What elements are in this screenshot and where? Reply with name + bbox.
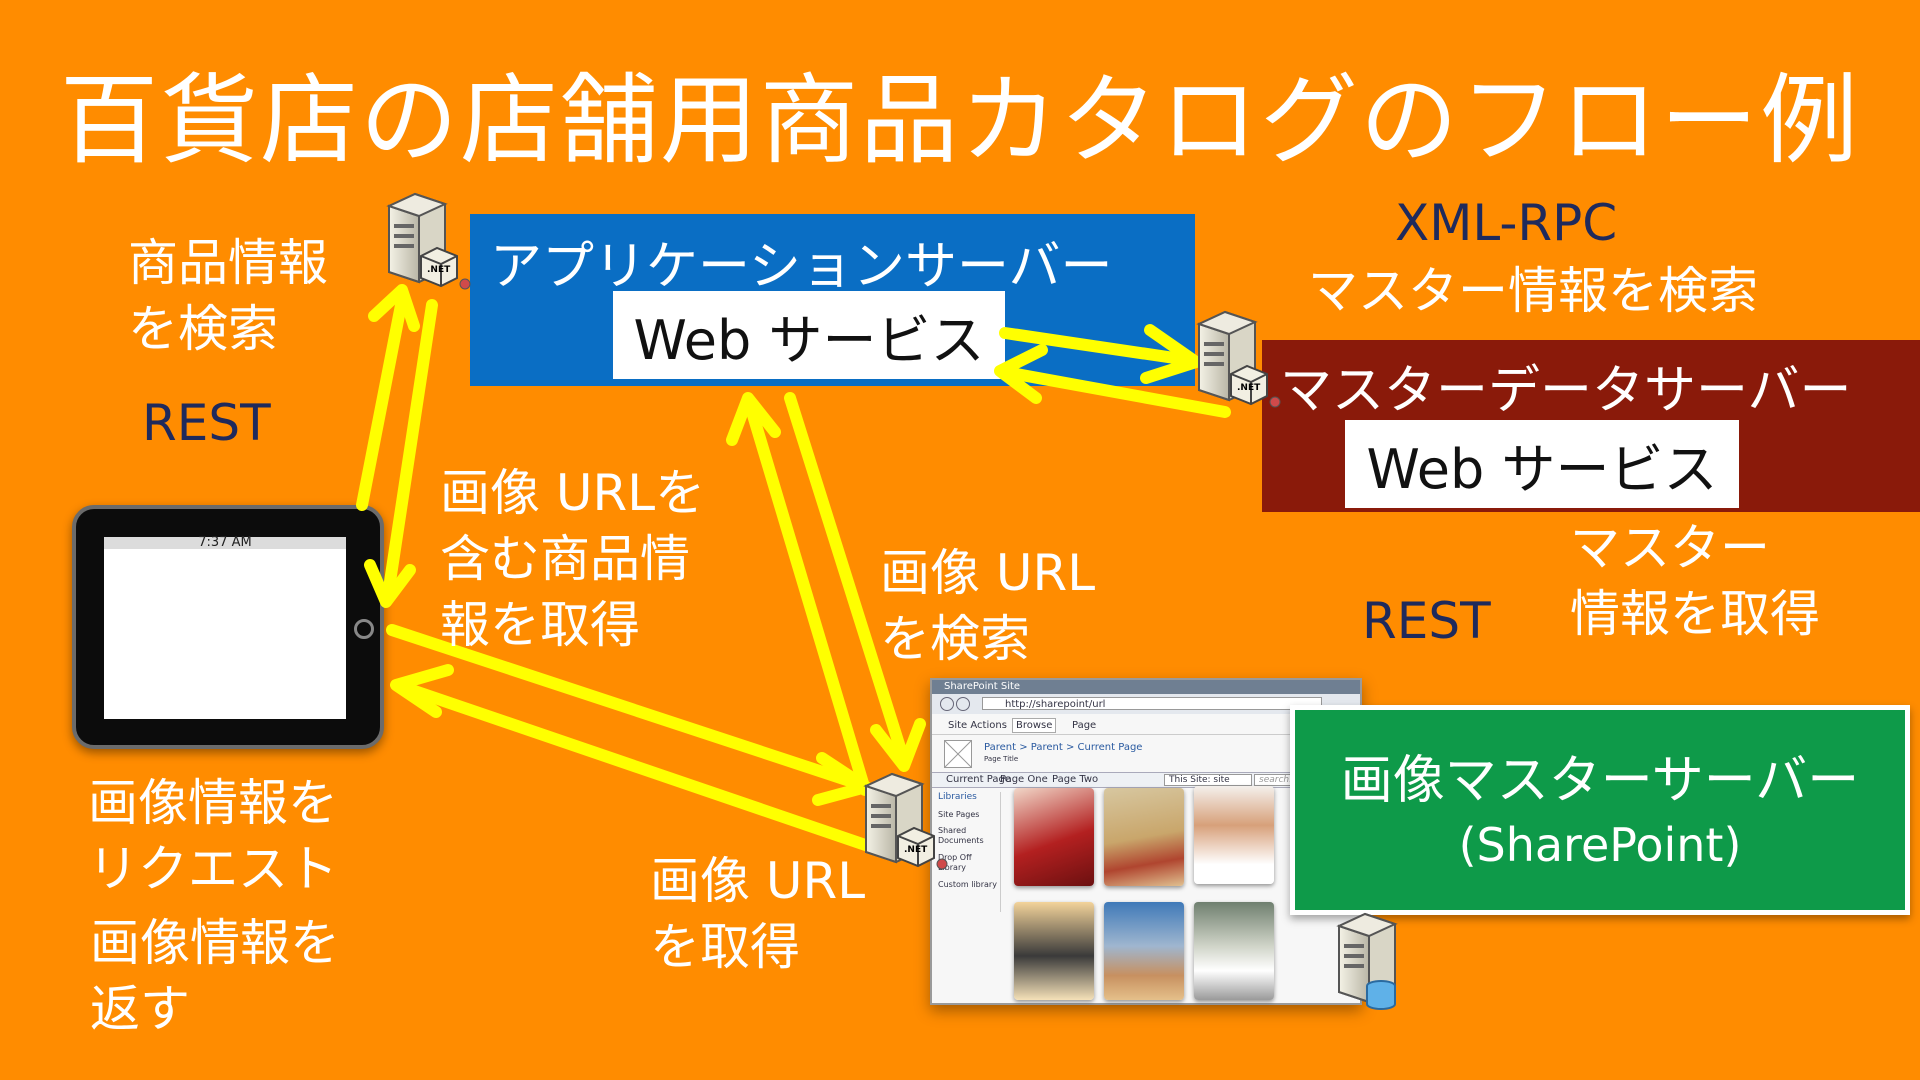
search-scope-select[interactable]: This Site: site — [1164, 774, 1252, 786]
master-data-server-box: マスターデータサーバー Web サービス — [1262, 340, 1920, 512]
tablet-device: 7:37 AM — [72, 505, 384, 749]
label-line: 画像情報を — [90, 914, 340, 972]
label-line: 画像 URL — [650, 852, 866, 910]
arrow-sharepoint-to-tablet — [390, 664, 886, 856]
sidebar-item-drop-off-library[interactable]: Drop Off Library — [938, 852, 972, 873]
application-web-service: Web サービス — [613, 291, 1005, 379]
arrow-app-to-tablet — [364, 299, 438, 608]
label-image-url-get: 画像 URL を取得 — [650, 848, 865, 980]
label-product-search: 商品情報 を検索 — [128, 230, 328, 362]
tablet-status-time: 7:37 AM — [104, 536, 346, 549]
breadcrumb[interactable]: Parent > Parent > Current Page — [984, 742, 1143, 753]
label-line: 商品情報 — [128, 234, 328, 292]
label-rest-right: REST — [1362, 592, 1491, 650]
arrow-tablet-to-app — [356, 284, 420, 511]
sharepoint-address-bar: http://sharepoint/url — [932, 694, 1360, 714]
label-xml-rpc: XML-RPC — [1395, 194, 1618, 252]
label-master-get: マスター 情報を取得 — [1570, 515, 1820, 647]
label-line: 情報を取得 — [1570, 585, 1820, 643]
label-image-return: 画像情報を 返す — [90, 910, 340, 1042]
master-web-service: Web サービス — [1345, 420, 1739, 508]
image-master-server-title: 画像マスターサーバー — [1340, 751, 1860, 811]
sidebar-item-shared-documents[interactable]: Shared Documents — [938, 826, 984, 846]
net-badge-label: .NET — [427, 265, 451, 275]
sharepoint-ribbon-tabs: Site Actions Browse Page — [932, 718, 1360, 735]
label-image-request: 画像情報を リクエスト — [88, 770, 338, 902]
home-button-icon — [354, 619, 374, 639]
master-data-server-title: マスターデータサーバー — [1280, 361, 1852, 421]
nav-page-two[interactable]: Page Two — [1052, 774, 1099, 785]
sidebar-item-site-pages[interactable]: Site Pages — [938, 809, 980, 819]
site-logo-placeholder-icon — [944, 740, 972, 768]
gallery-photo[interactable] — [1104, 788, 1184, 886]
sidebar-item-custom-library[interactable]: Custom library — [938, 879, 997, 889]
label-master-search: マスター情報を検索 — [1308, 262, 1758, 320]
sidebar-item-libraries[interactable]: Libraries — [938, 792, 977, 802]
label-image-url-search: 画像 URL を検索 — [880, 540, 1095, 672]
gallery-photo[interactable] — [1104, 902, 1184, 1000]
label-line: を取得 — [650, 918, 800, 976]
label-line: リクエスト — [88, 840, 338, 898]
sharepoint-sidebar: Libraries Site Pages Shared Documents Dr… — [938, 792, 1001, 912]
gallery-photo[interactable] — [1194, 902, 1274, 1000]
sharepoint-server-icon: .NET — [865, 773, 948, 870]
application-server-box: アプリケーションサーバー Web サービス — [470, 214, 1195, 386]
label-line: マスター — [1570, 519, 1770, 577]
sharepoint-window-title: SharePoint Site — [932, 680, 1360, 694]
label-line: 報を取得 — [440, 596, 640, 654]
label-line: 画像情報を — [88, 774, 338, 832]
label-line: 画像 URL — [880, 544, 1096, 602]
arrow-app-to-master — [999, 324, 1202, 384]
gallery-photo[interactable] — [1014, 788, 1094, 886]
tab-site-actions[interactable]: Site Actions — [948, 720, 1007, 731]
url-field[interactable]: http://sharepoint/url — [982, 697, 1322, 710]
image-master-server-box: 画像マスターサーバー (SharePoint) — [1290, 705, 1910, 915]
label-line: を検索 — [128, 300, 278, 358]
arrow-sharepoint-to-app — [726, 392, 871, 796]
tablet-screen — [104, 543, 346, 719]
application-server-title: アプリケーションサーバー — [490, 237, 1113, 297]
nav-page-one[interactable]: Page One — [1000, 774, 1048, 785]
page-title-small: Page Title — [984, 755, 1019, 763]
gallery-photo[interactable] — [1194, 786, 1274, 884]
nav-current-page[interactable]: Current Page — [946, 774, 1011, 785]
net-badge-label: .NET — [904, 845, 928, 855]
gallery-photo[interactable] — [1014, 902, 1094, 1000]
label-image-url-product: 画像 URLを 含む商品情 報を取得 — [440, 460, 705, 658]
label-rest-left: REST — [142, 394, 271, 452]
app-server-icon: .NET — [388, 193, 471, 290]
label-line: 画像 URLを — [440, 464, 706, 522]
master-server-icon: .NET — [1198, 311, 1281, 408]
arrow-master-to-app — [994, 344, 1231, 418]
label-line: 返す — [90, 980, 190, 1038]
arrow-app-to-sharepoint — [784, 392, 926, 772]
back-icon[interactable] — [940, 697, 954, 711]
tab-browse[interactable]: Browse — [1012, 718, 1057, 733]
label-line: 含む商品情 — [440, 530, 690, 588]
forward-icon[interactable] — [956, 697, 970, 711]
page-title: 百貨店の店舗用商品カタログのフロー例 — [59, 64, 1860, 178]
image-master-server-subtitle: (SharePoint) — [1458, 818, 1742, 872]
database-server-icon — [1338, 913, 1396, 1010]
tab-page[interactable]: Page — [1072, 720, 1097, 731]
label-line: を検索 — [880, 610, 1030, 668]
net-badge-label: .NET — [1237, 383, 1261, 393]
